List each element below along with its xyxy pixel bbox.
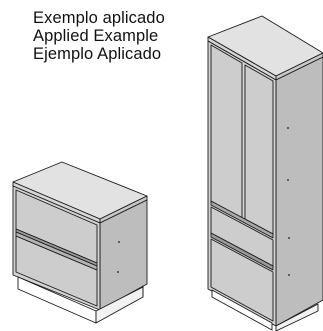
tall-cabinet-side: [275, 56, 323, 327]
base-cabinet: [12, 161, 148, 324]
caption-line-spanish: Ejemplo Aplicado: [33, 45, 162, 63]
tall-cabinet: [207, 15, 323, 331]
tall-cabinet-plinth: [211, 289, 273, 331]
tall-door-left: [210, 44, 243, 219]
caption-line-english: Applied Example: [33, 27, 159, 45]
tall-door-right: [244, 64, 274, 235]
tall-drawer-2: [210, 238, 274, 322]
caption-line-portuguese: Exemplo aplicado: [33, 9, 165, 27]
example-caption: Exemplo aplicado Applied Example Ejemplo…: [33, 9, 165, 63]
